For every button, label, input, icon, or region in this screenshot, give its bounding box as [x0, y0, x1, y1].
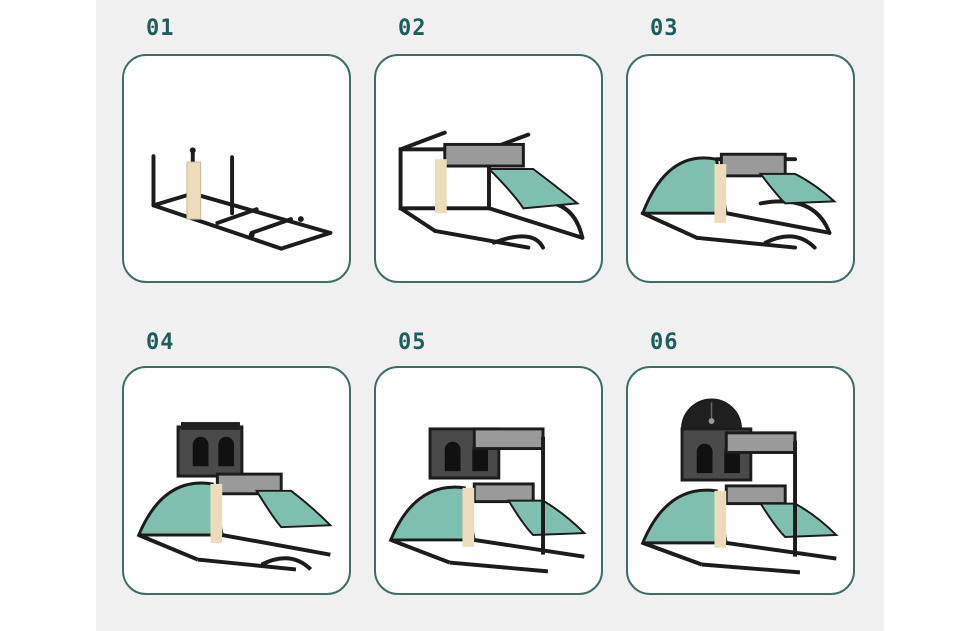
- step-card-4: [122, 366, 351, 595]
- step-3-illustration: [640, 152, 837, 250]
- step-card-1: [122, 54, 351, 283]
- assembly-steps-panel: 01 02 03: [96, 0, 884, 631]
- step-6-illustration: [640, 398, 839, 575]
- step-card-3: [626, 54, 855, 283]
- step-number-2: 02: [398, 16, 427, 41]
- step-number-5: 05: [398, 330, 427, 355]
- step-1-illustration: [151, 147, 333, 251]
- step-4-illustration: [136, 422, 333, 572]
- step-number-1: 01: [146, 16, 175, 41]
- step-2-illustration: [398, 130, 585, 250]
- step-number-3: 03: [650, 16, 679, 41]
- step-number-4: 04: [146, 330, 175, 355]
- step-card-6: [626, 366, 855, 595]
- step-card-2: [374, 54, 603, 283]
- step-number-6: 06: [650, 330, 679, 355]
- step-5-illustration: [388, 427, 587, 574]
- step-card-5: [374, 366, 603, 595]
